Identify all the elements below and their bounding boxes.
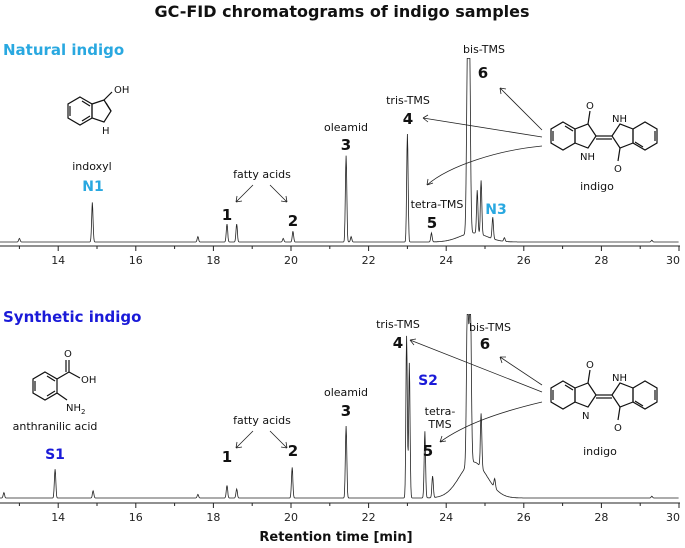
annotation-bis-tms: bis-TMS xyxy=(463,43,505,56)
peak-label-4: 4 xyxy=(403,110,413,128)
tick-label: 16 xyxy=(129,511,143,524)
peak-label-1: 1 xyxy=(222,448,232,466)
figure-title: GC-FID chromatograms of indigo samples xyxy=(154,2,529,21)
peak-label-4: 4 xyxy=(393,334,403,352)
atom-nh2: NH2 xyxy=(66,403,85,416)
peak-label-1: 1 xyxy=(222,206,232,224)
arrow-fatty-2 xyxy=(269,184,288,203)
indoxyl-structure: OH H xyxy=(67,85,129,137)
tick-label: 28 xyxy=(594,254,608,267)
annotation-indigo: indigo xyxy=(583,445,617,458)
arrow-to-tetra xyxy=(439,401,543,443)
tick-label: 26 xyxy=(517,254,531,267)
tick-label: 14 xyxy=(51,254,65,267)
peak-label-5: 5 xyxy=(427,214,437,232)
tick-label: 24 xyxy=(439,254,453,267)
tick-label: 18 xyxy=(206,254,220,267)
tick-label: 22 xyxy=(362,511,376,524)
annotation-fatty-acids: fatty acids xyxy=(233,414,291,427)
annotation-oleamid: oleamid xyxy=(324,121,368,134)
atom-nh: NH xyxy=(612,114,627,125)
arrow-to-tris xyxy=(409,338,543,393)
tick-label: 14 xyxy=(51,511,65,524)
annotation-tris-tms: tris-TMS xyxy=(386,94,430,107)
anthranilic-acid-structure: O OH NH2 xyxy=(32,349,96,416)
natural-panel-title: Natural indigo xyxy=(3,41,124,59)
atom-oh: OH xyxy=(81,375,96,386)
atom-oh: OH xyxy=(114,85,129,96)
atom-o: O xyxy=(586,360,594,371)
arrow-fatty-1 xyxy=(235,184,254,203)
arrow-to-bis xyxy=(499,87,543,131)
peak-label-3: 3 xyxy=(341,402,351,420)
annotation-tris-tms: tris-TMS xyxy=(376,318,420,331)
arrow-to-tetra xyxy=(426,145,543,186)
annotation-tetra-tms-2: TMS xyxy=(427,418,451,431)
tick-label: 18 xyxy=(206,511,220,524)
peak-label-3: 3 xyxy=(341,136,351,154)
tick-label: 30 xyxy=(666,511,680,524)
atom-nh: NH xyxy=(580,152,595,163)
peak-label-6: 6 xyxy=(480,335,490,353)
arrow-fatty-2 xyxy=(269,430,288,449)
x-axis-label: Retention time [min] xyxy=(259,530,412,545)
arrow-fatty-1 xyxy=(235,430,254,449)
atom-o: O xyxy=(64,349,72,360)
panel-synthetic: Synthetic indigo 14 16 18 20 22 24 26 28… xyxy=(0,308,680,545)
annotation-tetra-tms: tetra-TMS xyxy=(411,198,464,211)
tick-label: 28 xyxy=(594,511,608,524)
arrow-to-bis xyxy=(499,356,543,386)
annotation-tetra-tms-1: tetra- xyxy=(425,405,456,418)
natural-tick-labels: 14 16 18 20 22 24 26 28 30 xyxy=(51,254,680,267)
synthetic-x-ticks xyxy=(18,503,680,508)
synthetic-trace xyxy=(0,314,679,499)
natural-x-ticks xyxy=(18,246,680,251)
atom-o: O xyxy=(614,423,622,434)
annotation-oleamid: oleamid xyxy=(324,386,368,399)
tick-label: 30 xyxy=(666,254,680,267)
annotation-bis-tms: bis-TMS xyxy=(469,321,511,334)
peak-label-s1: S1 xyxy=(45,447,65,463)
synthetic-tick-labels: 14 16 18 20 22 24 26 28 30 xyxy=(51,511,680,524)
panel-natural: Natural indigo 14 16 18 20 22 24 26 28 3… xyxy=(0,41,680,267)
indigo-structure-bottom: O N O NH xyxy=(550,360,658,434)
atom-nh: NH xyxy=(612,373,627,384)
tick-label: 20 xyxy=(284,511,298,524)
tick-label: 22 xyxy=(362,254,376,267)
indigo-structure-top: O NH O NH xyxy=(550,101,658,175)
arrow-to-tris xyxy=(422,114,543,138)
annotation-indoxyl: indoxyl xyxy=(72,160,111,173)
peak-label-n1: N1 xyxy=(82,179,103,195)
peak-label-s2: S2 xyxy=(418,373,438,389)
tick-label: 20 xyxy=(284,254,298,267)
synthetic-panel-title: Synthetic indigo xyxy=(3,308,141,326)
atom-o: O xyxy=(586,101,594,112)
tick-label: 16 xyxy=(129,254,143,267)
annotation-fatty-acids: fatty acids xyxy=(233,168,291,181)
atom-h: H xyxy=(102,126,110,137)
natural-trace xyxy=(0,58,679,243)
annotation-indigo: indigo xyxy=(580,180,614,193)
atom-o: O xyxy=(614,164,622,175)
annotation-anthranilic-acid: anthranilic acid xyxy=(13,420,98,433)
peak-label-2: 2 xyxy=(288,212,298,230)
atom-n: N xyxy=(582,411,589,422)
peak-label-n3: N3 xyxy=(485,202,506,218)
peak-label-5: 5 xyxy=(423,442,433,460)
peak-label-6: 6 xyxy=(478,64,488,82)
peak-label-2: 2 xyxy=(288,442,298,460)
tick-label: 26 xyxy=(517,511,531,524)
tick-label: 24 xyxy=(439,511,453,524)
